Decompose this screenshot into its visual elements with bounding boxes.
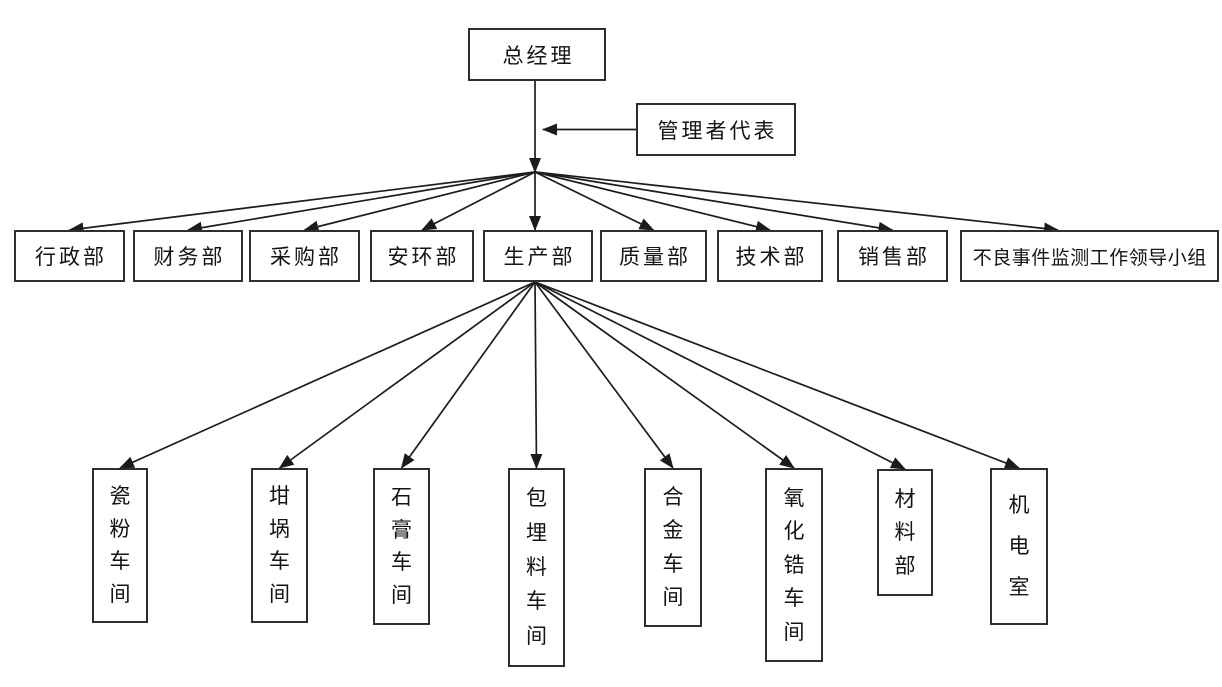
org-node-label-char: 间 bbox=[526, 623, 547, 648]
org-node-label-char: 埋 bbox=[526, 520, 547, 545]
edge-production-dept-to-materials-dept bbox=[534, 281, 906, 470]
org-node-label-char: 室 bbox=[1008, 575, 1030, 599]
org-node-label-char: 间 bbox=[269, 581, 290, 606]
org-node-mech-elec-room: 机电室 bbox=[990, 468, 1048, 625]
org-node-label-char: 电 bbox=[1008, 534, 1030, 558]
org-node-sales-dept: 销售部 bbox=[837, 230, 948, 282]
org-node-materials-dept: 材料部 bbox=[877, 469, 933, 596]
org-node-gypsum-workshop: 石膏车间 bbox=[373, 468, 430, 625]
org-node-label-char: 粉 bbox=[109, 516, 131, 541]
org-node-label-char: 间 bbox=[783, 619, 805, 644]
org-node-label-char: 锆 bbox=[783, 552, 805, 577]
org-node-label-char: 机 bbox=[1008, 493, 1030, 517]
org-node-admin-dept: 行政部 bbox=[14, 230, 125, 282]
org-node-label-char: 包 bbox=[526, 486, 547, 511]
edge-hub-to-safety-env-dept bbox=[421, 171, 536, 231]
org-node-label-char: 间 bbox=[109, 581, 131, 606]
edge-production-dept-to-mech-elec-room bbox=[534, 281, 1020, 469]
org-node-alloy-workshop: 合金车间 bbox=[644, 468, 702, 627]
edge-production-dept-to-investment-material-workshop bbox=[530, 281, 543, 469]
org-node-label-char: 部 bbox=[894, 553, 916, 578]
org-node-label: 财务部 bbox=[153, 245, 226, 269]
org-node-label: 总经理 bbox=[502, 43, 575, 68]
org-node-label-char: 埚 bbox=[269, 516, 290, 541]
edge-production-dept-to-gypsum-workshop bbox=[400, 281, 536, 469]
org-node-label: 技术部 bbox=[735, 245, 808, 269]
org-node-label-char: 间 bbox=[391, 583, 412, 608]
edge-hub-to-admin-dept bbox=[68, 171, 536, 235]
org-node-label: 采购部 bbox=[270, 245, 342, 269]
org-node-label: 销售部 bbox=[858, 245, 930, 269]
org-node-label-char: 车 bbox=[391, 550, 412, 575]
org-node-label-char: 车 bbox=[109, 549, 131, 574]
org-node-label-char: 瓷 bbox=[109, 484, 131, 509]
org-node-label: 安环部 bbox=[387, 245, 460, 269]
org-node-management-representative: 管理者代表 bbox=[636, 103, 796, 156]
edge-production-dept-to-crucible-workshop bbox=[278, 281, 536, 469]
edge-hub-to-adverse-event-group bbox=[534, 171, 1059, 235]
org-node-label-char: 料 bbox=[526, 554, 547, 579]
org-node-label-char: 车 bbox=[526, 589, 547, 614]
org-node-label-char: 石 bbox=[391, 484, 412, 509]
edge-hub-to-sales-dept bbox=[534, 171, 894, 234]
org-node-label: 不良事件监测工作领导小组 bbox=[972, 247, 1207, 269]
org-node-label-char: 材 bbox=[894, 486, 916, 511]
org-node-label: 生产部 bbox=[503, 245, 576, 269]
org-node-technology-dept: 技术部 bbox=[717, 230, 823, 282]
edge-production-dept-to-zirconia-workshop bbox=[534, 281, 795, 469]
org-node-label: 质量部 bbox=[619, 245, 691, 269]
org-node-label-char: 合 bbox=[662, 485, 684, 510]
org-node-label-char: 车 bbox=[269, 549, 290, 574]
org-node-label-char: 车 bbox=[783, 586, 805, 610]
org-node-label-char: 车 bbox=[662, 551, 684, 576]
edge-hub-to-finance-dept bbox=[187, 171, 536, 234]
edge-production-dept-to-alloy-workshop bbox=[534, 281, 674, 469]
org-node-label-char: 料 bbox=[894, 520, 916, 544]
org-node-label-char: 氧 bbox=[783, 485, 805, 510]
org-node-label-char: 坩 bbox=[269, 484, 290, 509]
org-node-adverse-event-group: 不良事件监测工作领导小组 bbox=[960, 230, 1219, 282]
edge-production-dept-to-porcelain-powder-workshop bbox=[119, 281, 536, 469]
edge-hub-to-technology-dept bbox=[534, 171, 771, 233]
org-node-label-char: 金 bbox=[662, 518, 684, 543]
org-node-crucible-workshop: 坩埚车间 bbox=[251, 468, 308, 623]
org-node-porcelain-powder-workshop: 瓷粉车间 bbox=[92, 468, 148, 623]
org-node-label: 行政部 bbox=[35, 245, 107, 269]
edge-hub-to-quality-dept bbox=[534, 171, 655, 231]
org-node-label-char: 膏 bbox=[391, 517, 412, 542]
org-node-quality-dept: 质量部 bbox=[600, 230, 707, 282]
org-node-label: 管理者代表 bbox=[657, 118, 778, 143]
org-node-label-char: 化 bbox=[783, 519, 805, 543]
org-node-label-char: 间 bbox=[662, 584, 684, 609]
edge-hub-to-purchasing-dept bbox=[303, 171, 536, 233]
org-node-safety-env-dept: 安环部 bbox=[370, 230, 474, 282]
org-node-investment-material-workshop: 包埋料车间 bbox=[508, 468, 565, 667]
org-node-production-dept: 生产部 bbox=[483, 230, 593, 282]
org-node-general-manager: 总经理 bbox=[468, 28, 606, 81]
org-node-finance-dept: 财务部 bbox=[133, 230, 243, 282]
org-node-zirconia-workshop: 氧化锆车间 bbox=[765, 468, 823, 662]
org-node-purchasing-dept: 采购部 bbox=[249, 230, 360, 282]
